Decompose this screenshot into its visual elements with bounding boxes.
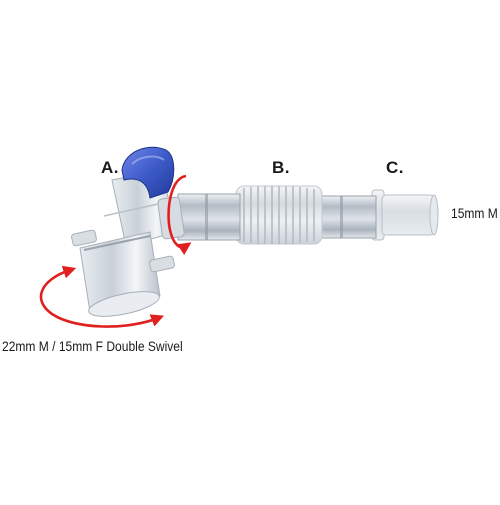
part-b-bellows: [235, 185, 323, 245]
label-part-c: C.: [386, 158, 404, 177]
rotate-arrow-icon: [167, 174, 192, 256]
label-part-a: A.: [101, 158, 119, 177]
rotate-arrow-icon: [39, 265, 165, 328]
left-tube-segment: [177, 193, 241, 241]
part-a-swivel-elbow: [71, 146, 185, 317]
label-swivel-size: 22mm M / 15mm F Double Swivel: [2, 338, 183, 354]
label-end-size: 15mm M: [451, 205, 498, 221]
part-c-connector: [371, 189, 439, 241]
right-tube-segment: [317, 195, 377, 239]
label-part-b: B.: [272, 158, 290, 177]
